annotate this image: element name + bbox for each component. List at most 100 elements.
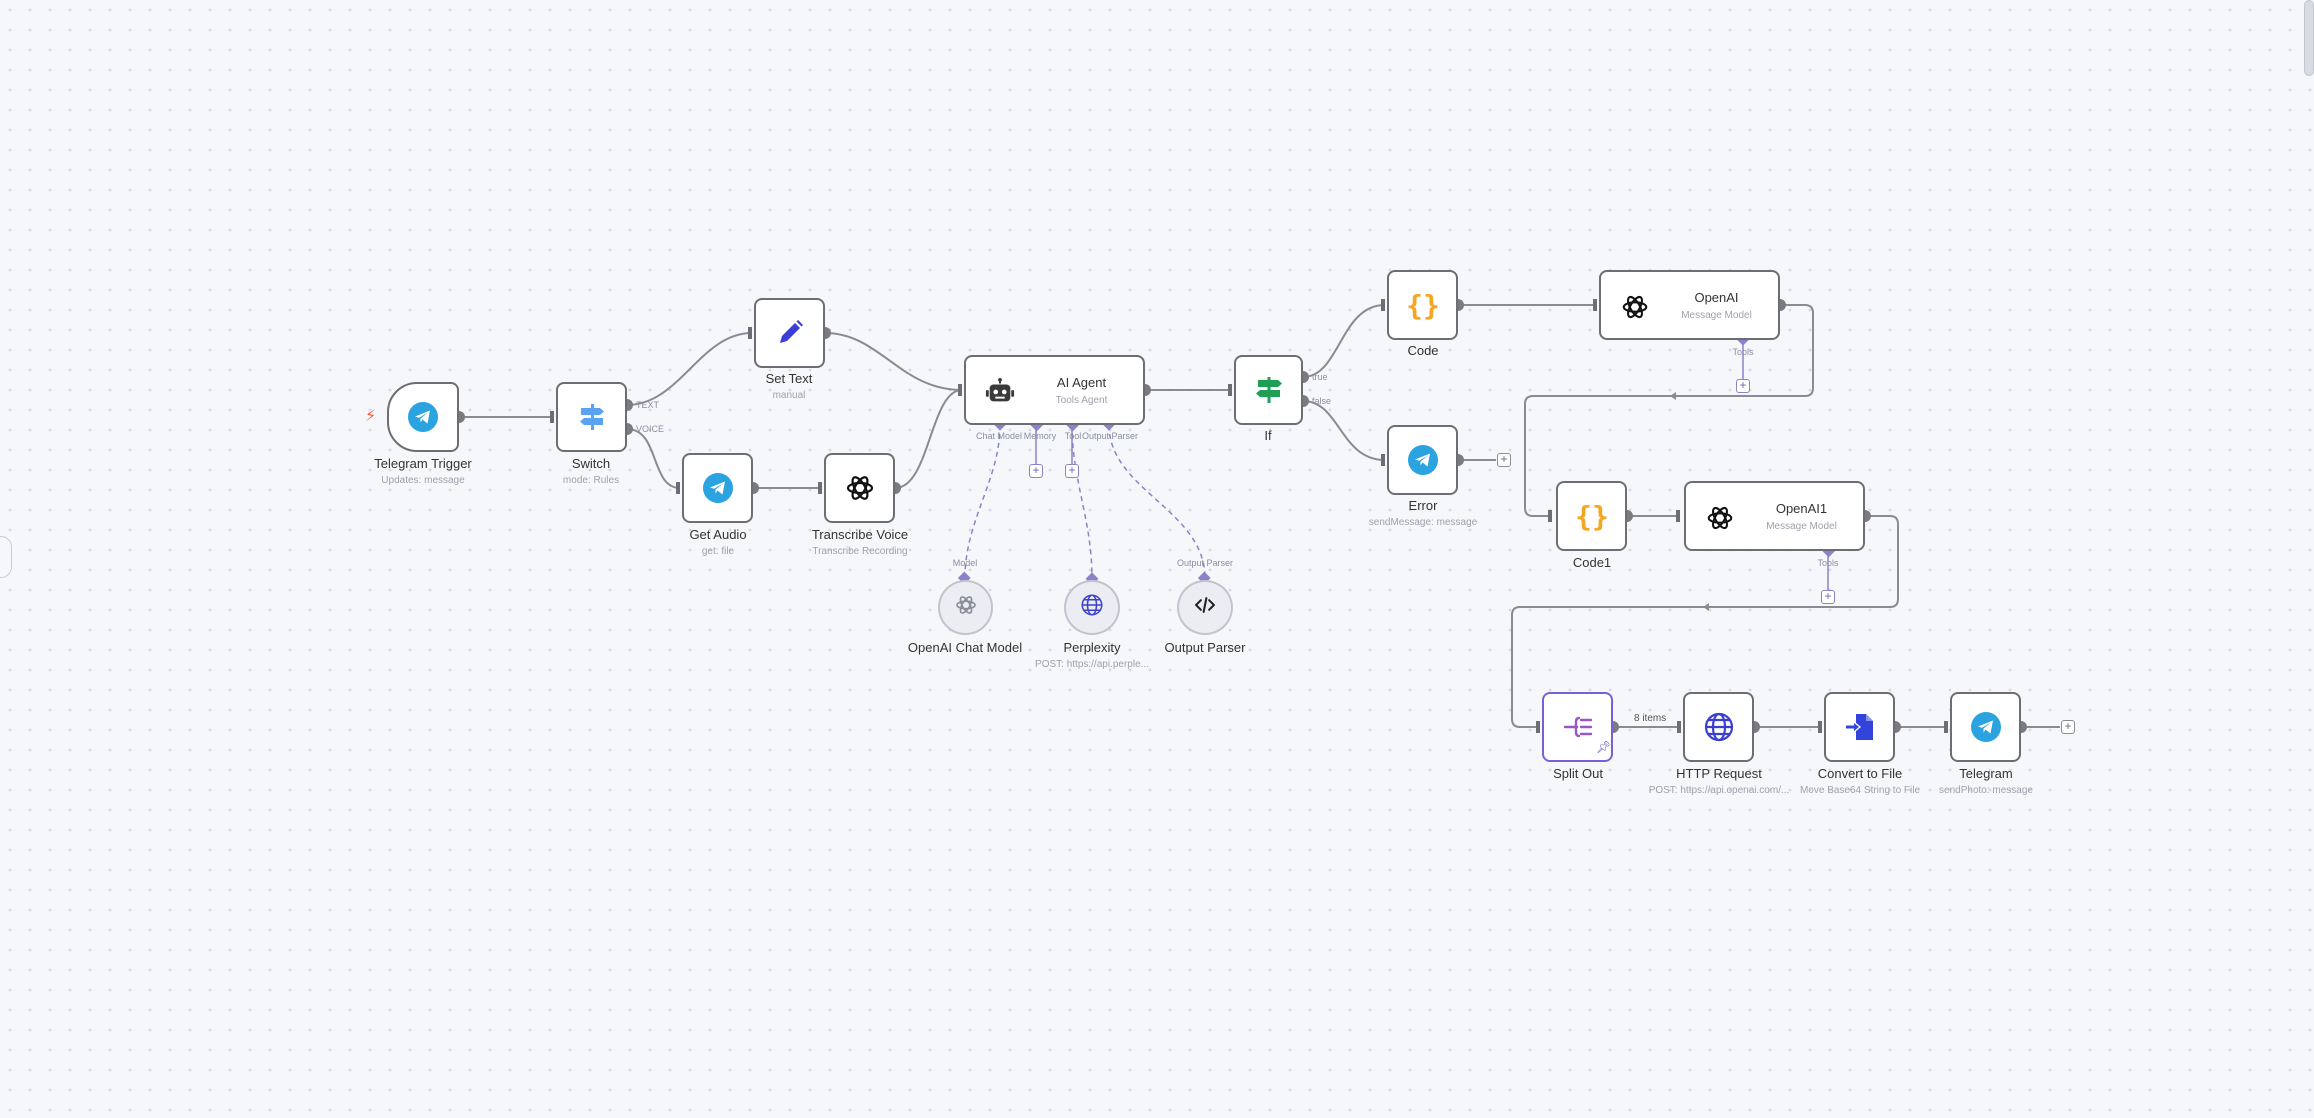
agent-port-chat-model: Chat Model — [975, 431, 1023, 441]
edge-if-code — [1302, 304, 1386, 378]
node-subtitle: sendMessage: message — [1368, 517, 1478, 528]
edge-switch-settext — [626, 332, 753, 406]
agent-port-tool: Tool — [1064, 431, 1082, 441]
node-title: AI Agent — [1056, 375, 1107, 390]
node-output-parser[interactable] — [1177, 580, 1233, 635]
node-openai-chat-model[interactable] — [938, 580, 993, 635]
node-subtitle: sendPhoto: message — [1939, 785, 2033, 796]
if-output-false: false — [1312, 396, 1332, 406]
pencil-icon — [756, 300, 823, 366]
telegram-icon — [389, 384, 457, 450]
node-title: Get Audio — [689, 527, 747, 542]
label-split-out: Split Out — [1553, 766, 1603, 782]
node-title: Set Text — [765, 371, 813, 386]
canvas-scrollbar[interactable] — [2304, 0, 2314, 76]
label-switch: Switch mode: Rules — [563, 456, 619, 488]
agent-port-output-parser: Output Parser — [1081, 431, 1139, 441]
edge-if-error — [1302, 400, 1386, 461]
label-error: Error sendMessage: message — [1369, 498, 1477, 530]
node-title: Code1 — [1572, 555, 1612, 570]
label-code1: Code1 — [1573, 555, 1611, 571]
pin-icon: 📌︎ — [1596, 740, 1612, 754]
node-convert-to-file[interactable] — [1824, 692, 1895, 762]
telegram-icon — [1952, 694, 2019, 760]
node-subtitle: get: file — [701, 546, 735, 557]
node-switch[interactable] — [556, 382, 627, 452]
node-ai-agent[interactable]: AI Agent Tools Agent — [964, 355, 1145, 425]
code-icon — [1194, 594, 1216, 621]
node-openai[interactable]: OpenAI Message Model — [1599, 270, 1780, 340]
label-output-parser: Output Parser — [1165, 640, 1246, 656]
node-get-audio[interactable] — [682, 453, 753, 523]
add-memory-button[interactable]: + — [1029, 464, 1043, 478]
telegram-icon — [1389, 427, 1456, 493]
node-perplexity[interactable] — [1064, 580, 1120, 635]
if-output-true: true — [1312, 372, 1328, 382]
openai1-port-tools: Tools — [1817, 558, 1839, 568]
add-tool-button[interactable]: + — [1065, 464, 1079, 478]
node-title: Output Parser — [1164, 640, 1246, 655]
edge-outputparser — [1108, 424, 1206, 579]
switch-icon — [558, 384, 625, 450]
openai-icon — [1702, 500, 1738, 536]
node-title: Perplexity — [1063, 640, 1121, 655]
node-subtitle: POST: https://api.perple... — [1035, 659, 1149, 670]
label-perplexity: Perplexity POST: https://api.perple... — [1035, 640, 1149, 672]
node-subtitle: Transcribe Recording — [812, 546, 908, 557]
add-openai1-tool-button[interactable]: + — [1821, 590, 1835, 604]
node-title: Transcribe Voice — [811, 527, 909, 542]
telegram-icon — [684, 455, 751, 521]
globe-icon — [1080, 593, 1104, 622]
edge-transcribe-agent — [894, 389, 963, 489]
label-get-audio: Get Audio get: file — [689, 527, 746, 559]
node-http-request[interactable] — [1683, 692, 1754, 762]
node-error[interactable] — [1387, 425, 1458, 495]
label-telegram-trigger: Telegram Trigger Updates: message — [374, 456, 472, 488]
node-code[interactable]: {} — [1387, 270, 1458, 340]
openai-port-tools: Tools — [1732, 347, 1754, 357]
braces-icon: {} — [1558, 483, 1625, 549]
add-after-error-button[interactable]: + — [1497, 453, 1511, 467]
node-split-out[interactable]: 📌︎ — [1542, 692, 1613, 762]
side-panel-handle[interactable] — [0, 536, 12, 578]
add-openai-tool-button[interactable]: + — [1736, 379, 1750, 393]
node-telegram[interactable] — [1950, 692, 2021, 762]
openai-icon — [1617, 289, 1653, 325]
node-subtitle: Updates: message — [381, 475, 465, 486]
node-title: OpenAI1 — [1775, 501, 1828, 516]
label-set-text: Set Text manual — [766, 371, 813, 403]
node-subtitle: POST: https://api.openai.com/... — [1648, 785, 1790, 796]
node-if[interactable] — [1234, 355, 1303, 425]
node-openai1[interactable]: OpenAI1 Message Model — [1684, 481, 1865, 551]
node-title: OpenAI Chat Model — [907, 640, 1023, 655]
node-title: Error — [1408, 498, 1438, 513]
add-after-telegram-button[interactable]: + — [2061, 720, 2075, 734]
node-subtitle: Tools Agent — [1055, 395, 1108, 406]
label-transcribe-voice: Transcribe Voice Transcribe Recording — [812, 527, 908, 559]
node-title: OpenAI — [1694, 290, 1739, 305]
openai-icon — [826, 455, 893, 521]
node-code1[interactable]: {} — [1556, 481, 1627, 551]
label-code: Code — [1407, 343, 1438, 359]
node-telegram-trigger[interactable] — [387, 382, 459, 452]
globe-icon — [1685, 694, 1752, 760]
node-title: Convert to File — [1817, 766, 1903, 781]
openai-icon — [954, 593, 978, 622]
edge-switch-getaudio — [626, 428, 681, 489]
node-set-text[interactable] — [754, 298, 825, 368]
split-out-item-count: 8 items — [1634, 713, 1667, 724]
node-title: Telegram Trigger — [374, 456, 472, 471]
node-subtitle: manual — [772, 390, 806, 401]
node-title: Split Out — [1553, 766, 1603, 781]
label-if: If — [1264, 428, 1271, 444]
edge-openai-code1 — [1524, 304, 1814, 517]
split-out-icon — [1544, 694, 1611, 760]
node-title: HTTP Request — [1676, 766, 1762, 781]
switch-output-voice: VOICE — [636, 424, 665, 434]
switch-output-text: TEXT — [636, 400, 660, 410]
output-parser-port-label: Output Parser — [1176, 558, 1234, 568]
label-openai-chat-model: OpenAI Chat Model — [908, 640, 1022, 656]
node-transcribe-voice[interactable] — [824, 453, 895, 523]
node-subtitle: Message Model — [1766, 521, 1837, 532]
